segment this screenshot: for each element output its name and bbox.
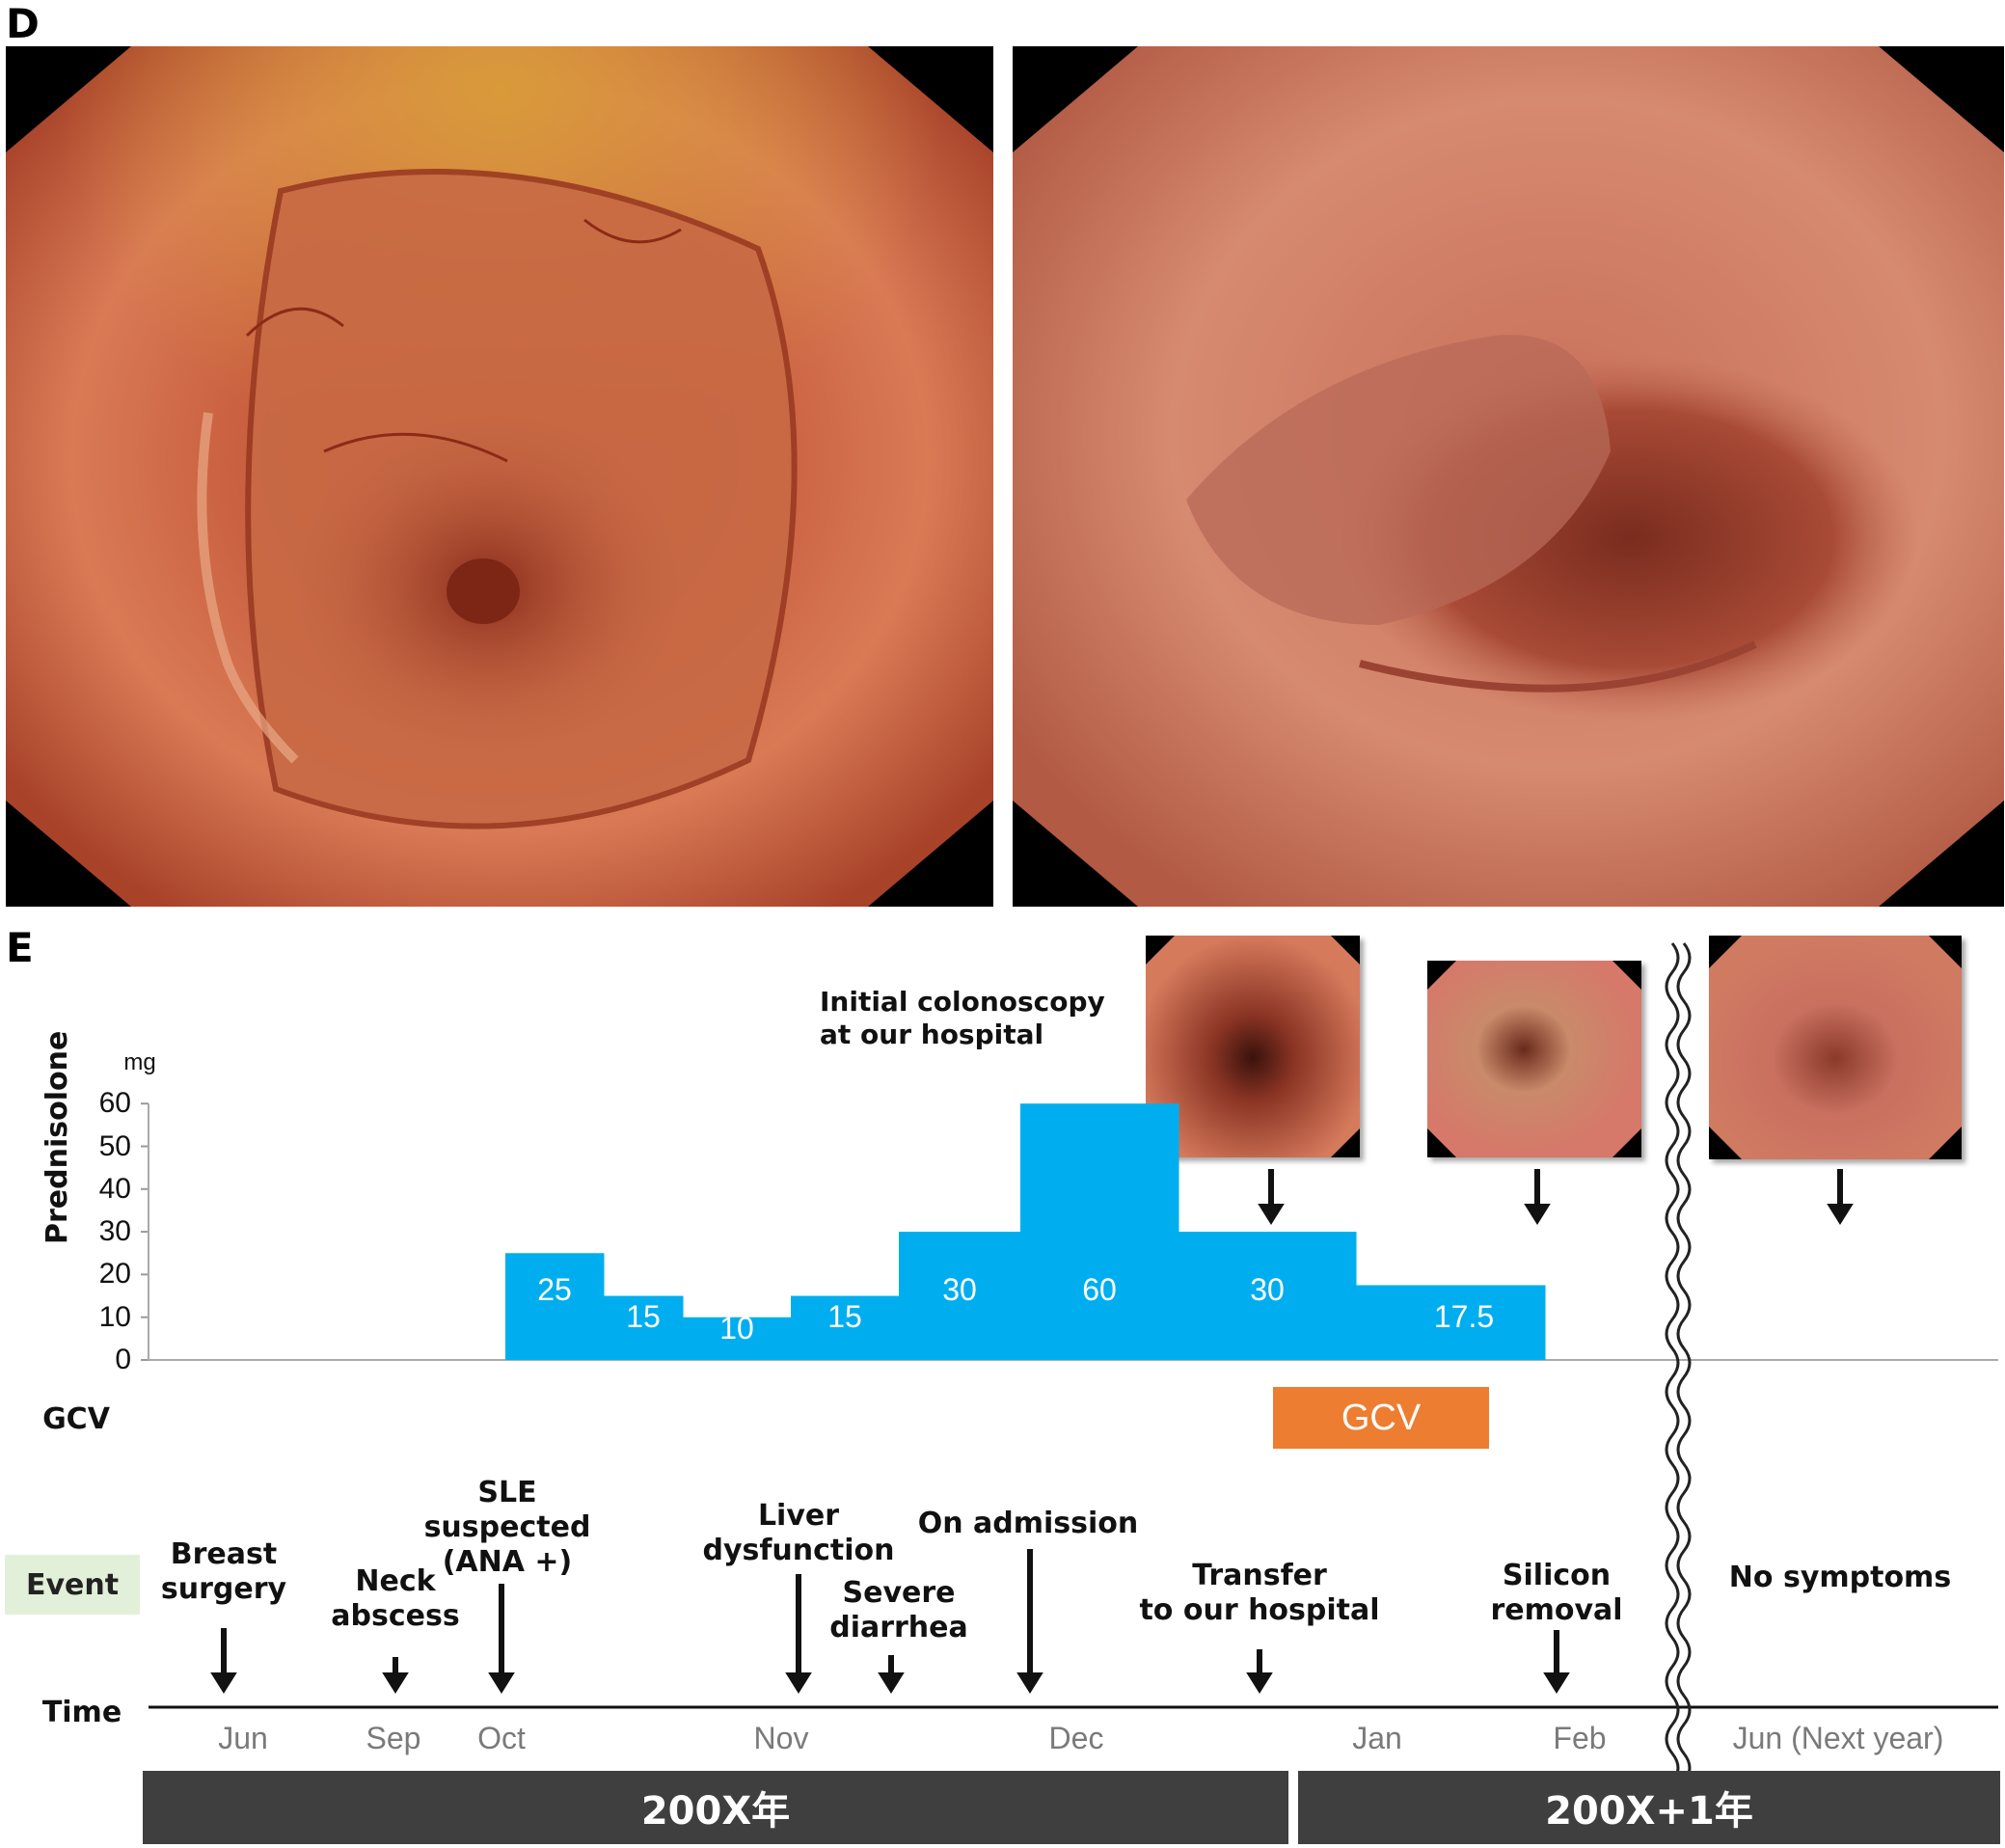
event-label: Neck abscess xyxy=(331,1564,460,1633)
prednisolone-bar xyxy=(683,1317,792,1360)
thumbnail-arrow xyxy=(1524,1169,1551,1225)
event-row-label: Event xyxy=(5,1555,140,1615)
prednisolone-bar xyxy=(505,1253,605,1360)
event-arrow xyxy=(1246,1649,1273,1694)
event-label: Liver dysfunction xyxy=(702,1499,895,1567)
y-tick-label: 10 xyxy=(98,1300,131,1333)
panel-label-d: D xyxy=(6,0,40,47)
event-label: SLE suspected (ANA +) xyxy=(423,1476,591,1579)
month-tick-label: Jan xyxy=(1352,1721,1402,1755)
colonoscopy-thumbnail-2 xyxy=(1427,961,1641,1157)
month-tick-label: Nov xyxy=(753,1721,809,1755)
bar-value-label: 15 xyxy=(827,1299,862,1334)
y-tick-label: 20 xyxy=(98,1258,131,1291)
month-tick-label: Feb xyxy=(1553,1721,1607,1755)
colonoscopy-image-right xyxy=(1013,46,2004,907)
year-bar-2: 200X+1年 xyxy=(1298,1771,2000,1844)
bar-value-label: 10 xyxy=(719,1311,754,1345)
month-tick-label: Oct xyxy=(477,1721,526,1755)
event-label: On admission xyxy=(917,1507,1139,1540)
month-tick-label: Dec xyxy=(1048,1721,1104,1755)
bar-value-label: 25 xyxy=(537,1272,572,1307)
event-arrow xyxy=(1543,1630,1570,1694)
month-tick-label: Jun (Next year) xyxy=(1732,1721,1944,1755)
y-tick-label: 0 xyxy=(115,1344,131,1375)
event-arrow xyxy=(785,1574,812,1694)
gcv-bar: GCV xyxy=(1273,1387,1489,1449)
event-arrow xyxy=(488,1584,515,1694)
event-label: Transfer to our hospital xyxy=(1139,1559,1380,1627)
gcv-row-label: GCV xyxy=(42,1402,110,1436)
prednisolone-bar xyxy=(899,1232,1021,1360)
event-arrow xyxy=(1016,1549,1043,1694)
colonoscopy-thumbnail-1 xyxy=(1146,936,1360,1157)
thumbnail-arrow xyxy=(1827,1169,1854,1225)
event-arrow xyxy=(382,1657,409,1694)
bar-value-label: 30 xyxy=(1250,1272,1285,1307)
y-unit: mg xyxy=(123,1049,156,1075)
colonoscopy-image-left xyxy=(6,46,993,907)
prednisolone-bar xyxy=(1179,1232,1357,1360)
prednisolone-bar xyxy=(1020,1103,1179,1360)
initial-colonoscopy-annotation: Initial colonoscopy at our hospital xyxy=(820,986,1105,1050)
bar-value-label: 30 xyxy=(942,1272,977,1307)
event-arrow xyxy=(878,1655,905,1694)
y-tick-label: 30 xyxy=(98,1215,131,1248)
colonoscopy-thumbnail-3 xyxy=(1709,936,1962,1159)
event-label: No symptoms xyxy=(1728,1561,1952,1594)
bar-value-label: 60 xyxy=(1082,1272,1117,1307)
prednisolone-bar xyxy=(791,1295,900,1360)
event-arrow xyxy=(210,1628,237,1694)
month-tick-label: Sep xyxy=(366,1721,421,1755)
timeline-break-line xyxy=(1676,942,1692,1812)
prednisolone-bar xyxy=(1356,1285,1546,1360)
bar-value-label: 17.5 xyxy=(1434,1299,1494,1334)
month-tick-label: Jun xyxy=(218,1721,268,1755)
bar-value-label: 15 xyxy=(626,1299,661,1334)
time-row-label: Time xyxy=(41,1696,122,1729)
y-tick-label: 60 xyxy=(98,1087,131,1120)
event-label: Breast surgery xyxy=(160,1537,287,1606)
event-label: Silicon removal xyxy=(1490,1559,1623,1627)
timeline-break-line xyxy=(1665,942,1680,1812)
year-bar-1: 200X年 xyxy=(143,1771,1288,1844)
y-tick-label: 40 xyxy=(98,1172,131,1205)
y-tick-label: 50 xyxy=(98,1129,131,1162)
prednisolone-bar xyxy=(604,1295,684,1360)
panel-label-e: E xyxy=(6,924,34,971)
thumbnail-arrow xyxy=(1258,1169,1285,1225)
event-label: Severe diarrhea xyxy=(829,1576,968,1644)
